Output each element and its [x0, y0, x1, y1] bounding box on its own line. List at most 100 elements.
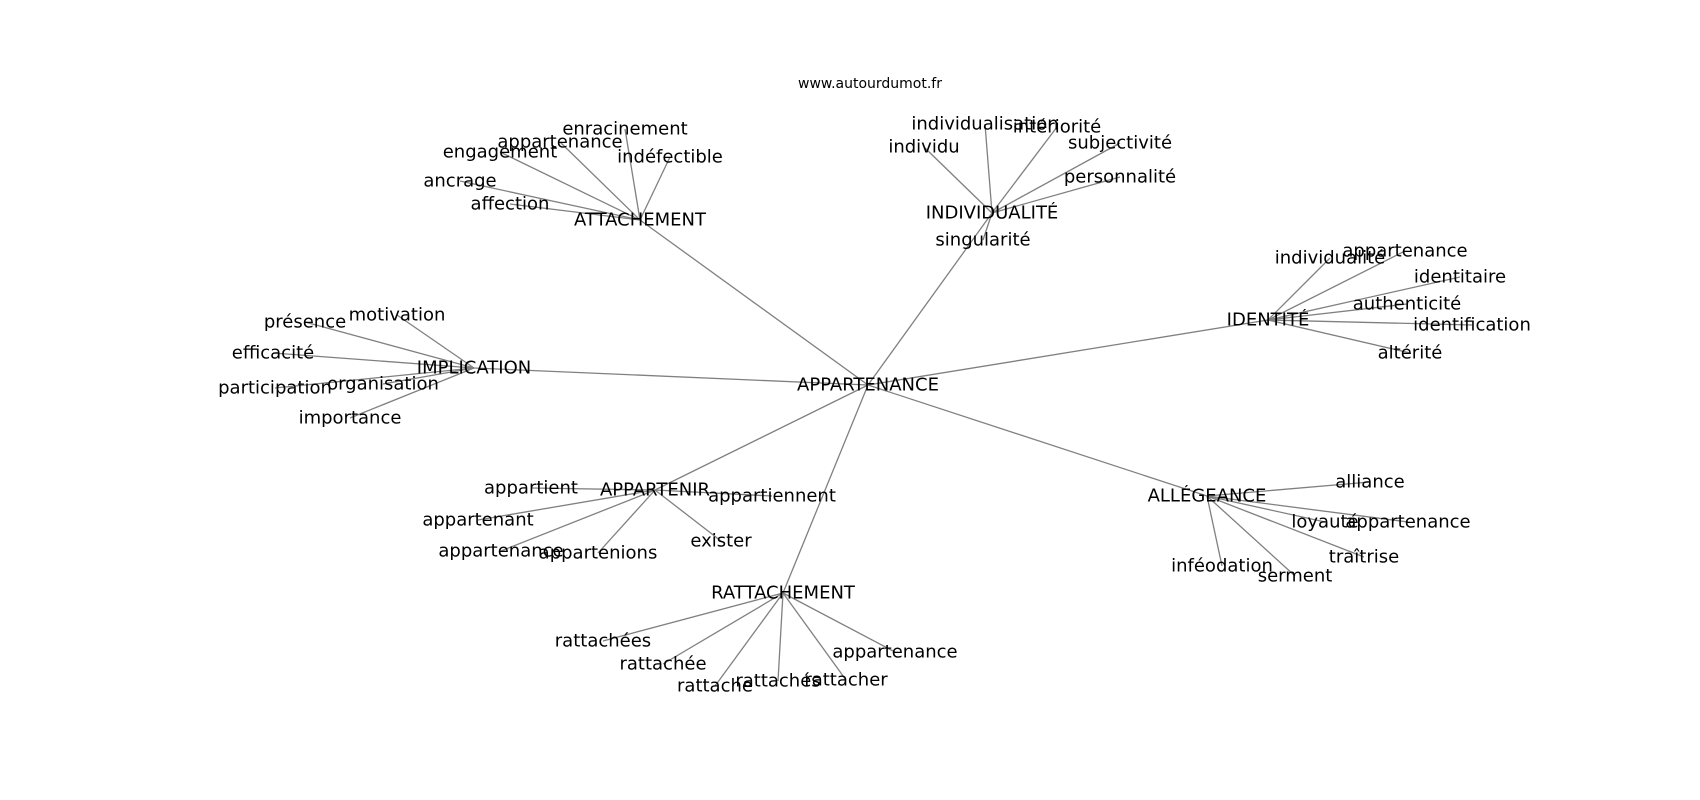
- leaf-node-appartenir-0[interactable]: appartient: [484, 478, 578, 499]
- hub-node-rattachement[interactable]: RATTACHEMENT: [711, 583, 856, 604]
- leaf-node-individualite-3[interactable]: subjectivité: [1068, 133, 1172, 154]
- leaf-node-identite-2[interactable]: identitaire: [1414, 267, 1506, 288]
- leaf-node-attachement-3[interactable]: indéfectible: [617, 147, 723, 168]
- edge-allegeance-leaf-0: [1206, 481, 1371, 497]
- edge-individualite-leaf-2: [923, 146, 993, 214]
- leaf-node-identite-1[interactable]: appartenance: [1342, 241, 1467, 262]
- hub-node-allegeance[interactable]: ALLÉGEANCE: [1148, 485, 1267, 507]
- edge-identite-leaf-4: [1267, 319, 1473, 326]
- graph-labels: APPARTENANCEATTACHEMENTenracinementappar…: [218, 114, 1531, 697]
- leaf-node-allegeance-1[interactable]: loyauté: [1291, 512, 1358, 533]
- leaf-node-implication-5[interactable]: importance: [299, 408, 402, 429]
- hub-node-identite[interactable]: IDENTITÉ: [1227, 309, 1310, 331]
- leaf-node-individualite-4[interactable]: personnalité: [1064, 167, 1176, 188]
- edge-implication-leaf-1: [304, 321, 475, 369]
- edge-identite-leaf-0: [1267, 257, 1331, 321]
- edge-attachement-leaf-3: [639, 156, 671, 221]
- leaf-node-implication-3[interactable]: organisation: [327, 374, 439, 395]
- edge-center-attachement: [639, 219, 869, 386]
- edge-individualite-leaf-0: [984, 123, 993, 214]
- edge-center-identite: [867, 319, 1269, 386]
- edge-implication-leaf-4: [274, 367, 475, 389]
- edge-identite-leaf-2: [1267, 276, 1461, 321]
- leaf-node-individualite-0[interactable]: individualisation: [911, 114, 1058, 135]
- leaf-node-rattachement-5[interactable]: rattache: [677, 676, 753, 697]
- edge-implication-leaf-0: [396, 314, 475, 369]
- leaf-node-attachement-2[interactable]: engagement: [443, 142, 558, 163]
- edge-center-rattachement: [782, 384, 869, 594]
- leaf-node-rattachement-3[interactable]: rattachés: [735, 671, 820, 692]
- leaf-node-rattachement-0[interactable]: rattachées: [555, 631, 651, 652]
- edge-appartenir-leaf-4: [597, 489, 656, 554]
- leaf-node-individualite-1[interactable]: intériorité: [1013, 117, 1102, 138]
- leaf-node-allegeance-3[interactable]: traîtrise: [1329, 547, 1399, 568]
- center-node-label[interactable]: APPARTENANCE: [797, 375, 939, 396]
- leaf-node-rattachement-2[interactable]: rattachée: [619, 654, 706, 675]
- edge-implication-leaf-2: [272, 352, 475, 369]
- edge-allegeance-leaf-5: [1206, 495, 1296, 577]
- leaf-node-attachement-1[interactable]: appartenance: [497, 132, 622, 153]
- edge-appartenir-leaf-2: [477, 489, 656, 521]
- edge-allegeance-leaf-2: [1206, 495, 1409, 523]
- site-url-label: www.autourdumot.fr: [798, 76, 942, 92]
- edge-rattachement-leaf-0: [602, 592, 784, 642]
- edge-rattachement-leaf-3: [777, 592, 784, 682]
- leaf-node-appartenir-1[interactable]: appartiennent: [708, 486, 836, 507]
- edge-rattachement-leaf-2: [662, 592, 784, 665]
- edge-allegeance-leaf-4: [1206, 495, 1223, 567]
- edge-rattachement-leaf-5: [714, 592, 784, 687]
- leaf-node-rattachement-4[interactable]: rattacher: [804, 670, 888, 691]
- leaf-node-implication-1[interactable]: présence: [264, 312, 346, 333]
- leaf-node-identite-0[interactable]: individualité: [1275, 248, 1386, 269]
- edge-identite-leaf-1: [1267, 250, 1406, 321]
- edge-appartenir-leaf-0: [530, 487, 656, 491]
- leaf-node-rattachement-1[interactable]: appartenance: [832, 642, 957, 663]
- edge-individualite-leaf-5: [982, 212, 993, 241]
- edge-appartenir-leaf-3: [500, 489, 656, 552]
- leaf-node-allegeance-2[interactable]: appartenance: [1345, 512, 1470, 533]
- leaf-node-allegeance-4[interactable]: inféodation: [1171, 556, 1273, 577]
- leaf-node-identite-3[interactable]: authenticité: [1353, 294, 1461, 315]
- leaf-node-attachement-0[interactable]: enracinement: [562, 119, 687, 140]
- edge-center-allegeance: [867, 384, 1208, 497]
- edge-identite-leaf-3: [1267, 303, 1408, 321]
- leaf-node-allegeance-5[interactable]: serment: [1258, 566, 1333, 587]
- edge-attachement-leaf-2: [499, 151, 641, 221]
- edge-allegeance-leaf-1: [1206, 495, 1326, 523]
- hub-node-individualite[interactable]: INDIVIDUALITÉ: [926, 202, 1059, 224]
- edge-identite-leaf-5: [1267, 319, 1411, 354]
- leaf-node-attachement-4[interactable]: ancrage: [423, 171, 496, 192]
- leaf-node-individualite-5[interactable]: singularité: [935, 230, 1030, 251]
- leaf-node-appartenir-2[interactable]: appartenant: [422, 510, 533, 531]
- graph-edges: [272, 123, 1473, 687]
- leaf-node-identite-4[interactable]: identification: [1413, 315, 1531, 336]
- edge-attachement-leaf-5: [509, 203, 641, 221]
- edge-implication-leaf-5: [349, 367, 475, 419]
- hub-node-attachement[interactable]: ATTACHEMENT: [574, 210, 707, 231]
- edge-center-individualite: [867, 212, 993, 386]
- leaf-node-identite-5[interactable]: altérité: [1378, 343, 1443, 364]
- edge-appartenir-leaf-5: [654, 489, 722, 542]
- edge-individualite-leaf-3: [991, 142, 1121, 214]
- hub-node-implication[interactable]: IMPLICATION: [417, 358, 531, 379]
- leaf-node-individualite-2[interactable]: individu: [888, 137, 959, 158]
- edge-attachement-leaf-1: [559, 141, 641, 221]
- hub-node-appartenir[interactable]: APPARTENIR: [600, 480, 710, 501]
- leaf-node-appartenir-4[interactable]: appartenions: [539, 543, 658, 564]
- edge-attachement-leaf-0: [624, 128, 641, 221]
- edge-individualite-leaf-1: [991, 126, 1058, 214]
- edge-appartenir-leaf-1: [654, 489, 773, 497]
- leaf-node-implication-4[interactable]: participation: [218, 378, 332, 399]
- edge-allegeance-leaf-3: [1206, 495, 1365, 558]
- edge-center-appartenir: [654, 384, 869, 491]
- leaf-node-appartenir-5[interactable]: exister: [690, 531, 752, 552]
- edge-rattachement-leaf-4: [782, 592, 847, 681]
- leaf-node-implication-2[interactable]: efficacité: [232, 343, 314, 364]
- leaf-node-allegeance-0[interactable]: alliance: [1335, 472, 1404, 493]
- leaf-node-attachement-5[interactable]: affection: [471, 194, 550, 215]
- edge-attachement-leaf-4: [459, 180, 641, 221]
- edge-rattachement-leaf-1: [782, 592, 896, 653]
- leaf-node-appartenir-3[interactable]: appartenance: [438, 541, 563, 562]
- leaf-node-implication-0[interactable]: motivation: [349, 305, 446, 326]
